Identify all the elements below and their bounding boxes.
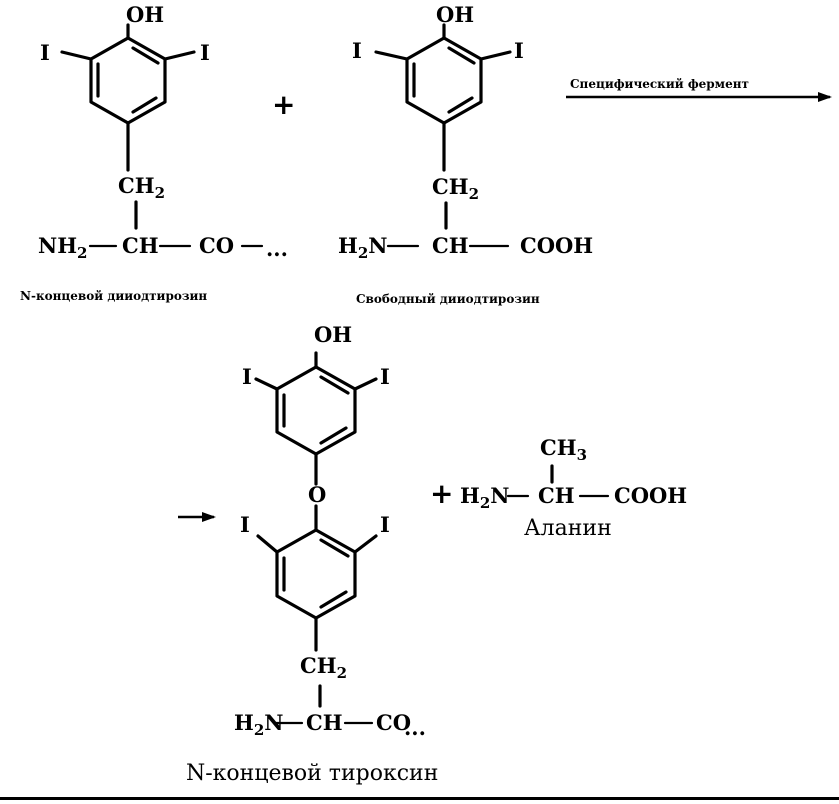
reactant2-h2n-label: H2N [338,233,387,262]
product-h2n-n: N [264,710,283,735]
reactant1-i-left-bond [60,50,93,61]
reactant2-i-right-bond [479,50,512,61]
reactant1-ch2-subscript: 2 [155,184,165,202]
product-h2n-subscript: 2 [254,721,264,739]
reactant1-benzene-ring [89,36,167,125]
reactant1-nh2-label: NH2 [38,233,87,262]
product-i-bot-right-bond [353,534,378,554]
reactant1-co-label: CO [199,233,234,258]
alanine-ch3-subscript: 3 [577,446,587,464]
product-i-bot-left-bond [256,534,279,554]
product-top-benzene-ring [275,365,357,456]
product-caption: N-концевой тироксин [186,761,438,786]
reactant2-ch2-label: CH2 [432,174,479,203]
reactant2-iodine-right-label: I [514,38,524,63]
reactant1-caption: N-концевой дииодтирозин [20,289,207,303]
reactant2-benzene-ring [405,36,483,125]
alanine-h2n-h: H [460,483,480,508]
reactant1-i-right-bond [163,50,196,61]
reactant1-nh2-subscript: 2 [77,244,87,262]
product-ch-label: CH [306,710,343,735]
reactant1-diiodotyrosine: OH I I CH2 NH2 CH CO ... N-концевой диио… [20,2,288,303]
product-iodine-bot-left-label: I [240,512,250,537]
reaction-arrow: Специфический фермент [566,77,832,102]
reactant1-ch2-main: CH [118,173,155,198]
alanine-ch3-label: CH3 [540,435,587,464]
product-h2n-label: H2N [234,710,283,739]
product-chain-dots: ... [404,715,426,740]
alanine-ch3-main: CH [540,435,577,460]
reactant2-ch2-main: CH [432,174,469,199]
reactant2-h2n-h: H [338,233,358,258]
product-thyroxine: OH I I O I I CH2 H2N CH CO ... N-концево… [186,322,438,786]
reactant1-iodine-right-label: I [200,40,210,65]
product-iodine-top-left-label: I [242,364,252,389]
reactant1-oh-label: OH [126,2,164,27]
reactant2-diiodotyrosine: OH I I CH2 H2N CH COOH Свободный дииодти… [338,2,593,306]
product-h2n-h: H [234,710,254,735]
alanine-h2n-label: H2N [460,483,509,512]
product-i-top-left-bond [254,377,279,391]
product-i-top-right-bond [353,377,378,391]
reaction-arrow-label: Специфический фермент [570,77,749,91]
alanine-h2n-subscript: 2 [480,494,490,512]
alanine-caption: Аланин [524,516,612,541]
alanine-cooh-label: COOH [614,483,687,508]
reactant1-iodine-left-label: I [40,40,50,65]
reactant1-ch-label: CH [122,233,159,258]
reactant2-ch-label: CH [432,233,469,258]
product-oh-label: OH [314,322,352,347]
product-ether-oxygen-label: O [308,482,326,507]
reactant2-h2n-subscript: 2 [358,244,368,262]
reactant2-oh-label: OH [436,2,474,27]
reactant2-caption: Свободный дииодтирозин [356,292,540,306]
reactant1-chain-dots: ... [266,236,288,261]
bottom-border-line [0,797,839,800]
reactant2-h2n-n: N [368,233,387,258]
reactant2-cooh-label: COOH [520,233,593,258]
reactant2-ch2-subscript: 2 [469,185,479,203]
plus-sign-reactants: + [272,88,295,121]
product-co-label: CO [376,710,411,735]
reactant1-nh2-main: NH [38,233,77,258]
plus-sign-products: + [430,477,453,510]
alanine: CH3 H2N CH COOH Аланин [460,435,687,541]
reactant2-iodine-left-label: I [352,38,362,63]
product-bottom-benzene-ring [275,528,357,620]
product-iodine-bot-right-label: I [380,512,390,537]
product-ch2-subscript: 2 [337,664,347,682]
reactant1-ch2-label: CH2 [118,173,165,202]
alanine-ch-label: CH [538,483,575,508]
product-ch2-label: CH2 [300,653,347,682]
reactant2-i-left-bond [374,50,409,61]
alanine-h2n-n: N [490,483,509,508]
product-ch2-main: CH [300,653,337,678]
product-iodine-top-right-label: I [380,364,390,389]
